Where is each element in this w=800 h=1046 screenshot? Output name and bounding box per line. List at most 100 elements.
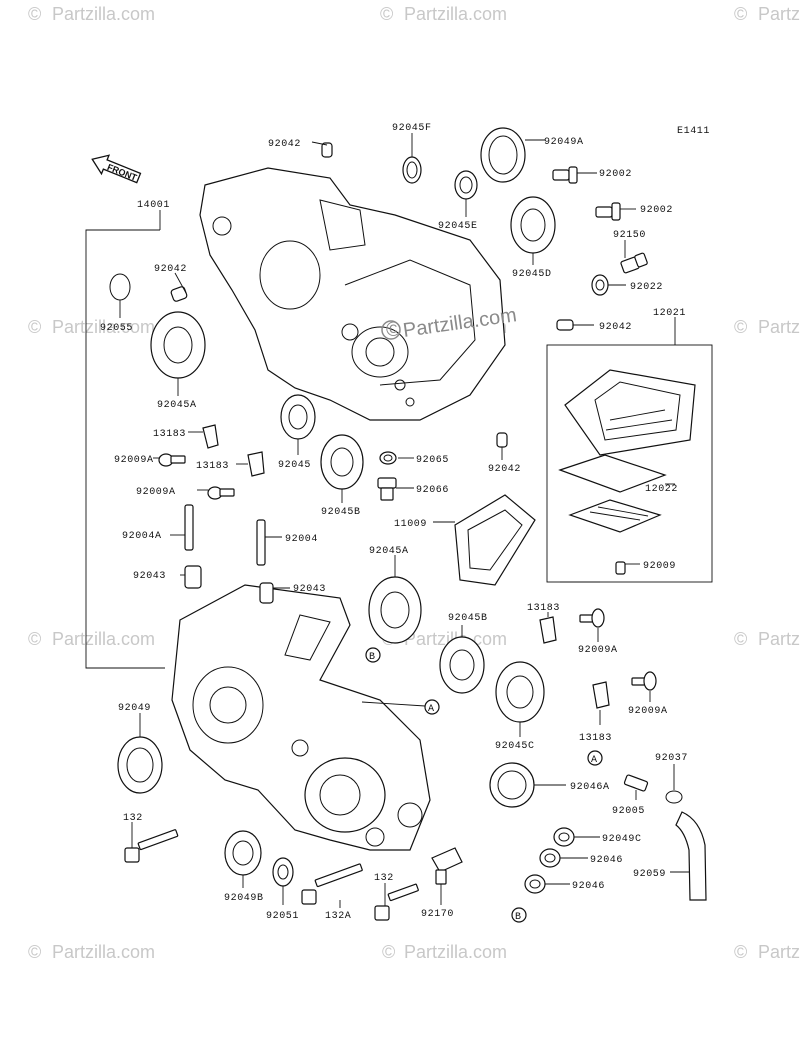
plate-13183-c <box>539 616 557 644</box>
callout-92002: 92002 <box>599 169 632 180</box>
bolt-132-b <box>374 883 419 921</box>
copyright-icon: © <box>734 4 747 24</box>
hose-92059 <box>675 811 707 901</box>
screw-92009A-b <box>207 486 235 500</box>
watermark-top-right: © Partzilla.com <box>734 4 800 24</box>
reed-valve-assembly <box>558 369 696 533</box>
callout-92002: 92002 <box>640 205 673 216</box>
watermark-text: Partzilla.com <box>52 629 155 649</box>
bolt-132A <box>301 863 363 905</box>
dowel-92043-a <box>184 565 202 589</box>
dowel-92042-right <box>556 319 574 331</box>
lower-crankcase <box>171 584 431 851</box>
callout-11009: 11009 <box>394 519 427 530</box>
ref-marker-B-lower: B <box>511 907 527 923</box>
callout-92009A: 92009A <box>628 706 668 717</box>
front-label: FRONT <box>106 162 139 183</box>
watermark-top-mid: © Partzilla.com <box>380 4 507 24</box>
callout-92049A: 92049A <box>544 137 584 148</box>
svg-text:B: B <box>369 652 376 663</box>
callout-92045A: 92045A <box>369 546 409 557</box>
diagram-code: E1411 <box>677 126 710 137</box>
callout-92004A: 92004A <box>122 531 162 542</box>
bearing-92045B-lower <box>439 636 485 694</box>
plate-13183-a <box>202 424 219 449</box>
copyright-icon: © <box>28 317 41 337</box>
callout-92045B: 92045B <box>321 507 361 518</box>
copyright-icon: © <box>28 629 41 649</box>
callout-132: 132 <box>123 813 143 824</box>
copyright-icon: © <box>380 4 393 24</box>
callout-92045B: 92045B <box>448 613 488 624</box>
callout-92049C: 92049C <box>602 834 642 845</box>
watermark-text: Partzilla.com <box>758 317 800 337</box>
seal-92049B <box>224 830 262 876</box>
bolt-132-a <box>124 829 179 863</box>
callout-labels: 92042 92045F 92049A 92002 92002 92150 92… <box>100 123 687 922</box>
screw-92009 <box>615 561 626 575</box>
callout-13183: 13183 <box>579 733 612 744</box>
washer-92022 <box>591 274 609 296</box>
screw-92009A-d <box>631 671 657 691</box>
collar-92046-b <box>524 874 546 894</box>
dowel-92043-b <box>259 582 274 604</box>
screw-92009A-c <box>579 608 605 628</box>
collar-92046-a <box>539 848 561 868</box>
watermark-top-left: © Partzilla.com <box>28 4 155 24</box>
svg-text:A: A <box>428 704 435 715</box>
callout-92042: 92042 <box>599 322 632 333</box>
svg-text:A: A <box>591 755 598 766</box>
clamp-92170 <box>431 847 463 885</box>
seal-92049 <box>117 736 163 794</box>
washer-92065 <box>379 451 397 465</box>
callout-132: 132 <box>374 873 394 884</box>
clamp-92037 <box>665 790 683 804</box>
bearing-92045D <box>510 196 556 254</box>
callout-92022: 92022 <box>630 282 663 293</box>
copyright-icon: © <box>28 4 41 24</box>
callout-92004: 92004 <box>285 534 318 545</box>
callout-92051: 92051 <box>266 911 299 922</box>
callout-12021: 12021 <box>653 308 686 319</box>
callout-92046: 92046 <box>590 855 623 866</box>
bearing-92045C <box>495 661 545 723</box>
watermark-left-upper: © Partzilla.com <box>28 317 155 337</box>
watermark-text: Partzilla.com <box>404 942 507 962</box>
callout-92059: 92059 <box>633 869 666 880</box>
copyright-icon: © <box>382 942 395 962</box>
callout-92045F: 92045F <box>392 123 432 134</box>
seal-92051 <box>272 857 294 887</box>
callout-92045C: 92045C <box>495 741 535 752</box>
callout-92005: 92005 <box>612 806 645 817</box>
dowel-92042-left <box>170 286 188 302</box>
svg-text:©: © <box>386 319 401 341</box>
watermark-bottom-left: © Partzilla.com <box>28 942 155 962</box>
watermark-bottom-mid: © Partzilla.com <box>382 942 507 962</box>
callout-92055: 92055 <box>100 323 133 334</box>
ref-marker-B-upper: B <box>365 647 381 663</box>
callout-92042: 92042 <box>488 464 521 475</box>
upper-crankcase <box>199 167 506 421</box>
copyright-icon: © <box>734 942 747 962</box>
callout-92042: 92042 <box>268 139 301 150</box>
stud-92004A <box>184 504 194 551</box>
watermark-right-lower: © Partzilla.com <box>734 629 800 649</box>
callout-92045E: 92045E <box>438 221 478 232</box>
reed-valve-box <box>546 344 713 583</box>
callout-92009: 92009 <box>643 561 676 572</box>
callout-92170: 92170 <box>421 909 454 920</box>
bearing-92045A-lower <box>368 576 422 644</box>
callout-92043: 92043 <box>293 584 326 595</box>
bearing-92045E <box>454 170 478 200</box>
bearing-92045A-upper <box>150 311 206 379</box>
callout-132A: 132A <box>325 911 351 922</box>
screw-92009A-a <box>158 453 186 467</box>
watermark-left-lower: © Partzilla.com <box>28 629 155 649</box>
callout-92065: 92065 <box>416 455 449 466</box>
callout-13183: 13183 <box>153 429 186 440</box>
bearing-92045B-upper <box>320 434 364 490</box>
bolt-92002-a <box>552 166 578 184</box>
callout-14001: 14001 <box>137 200 170 211</box>
callout-92009A: 92009A <box>136 487 176 498</box>
